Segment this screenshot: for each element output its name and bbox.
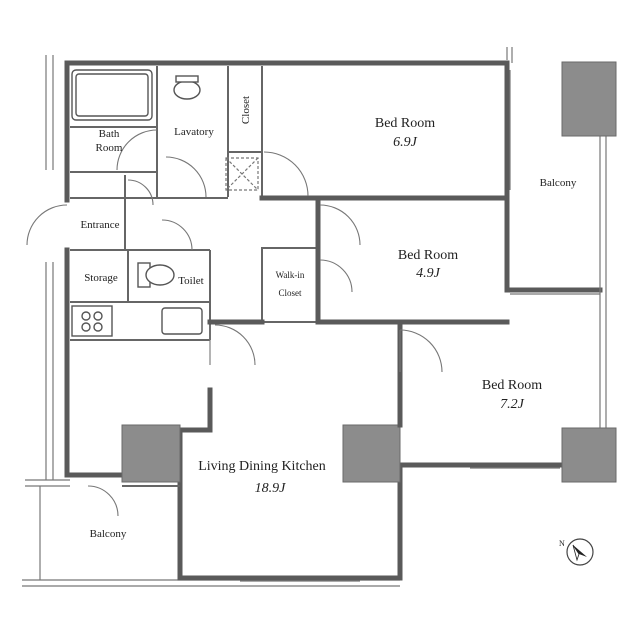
pillar-center bbox=[342, 424, 401, 483]
bedroom2-name: Bed Room bbox=[398, 248, 458, 263]
ldk-size: 18.9J bbox=[255, 481, 287, 496]
closet-label: Closet bbox=[240, 96, 252, 124]
doors bbox=[26, 129, 443, 517]
bath-label-1: Bath bbox=[99, 128, 120, 140]
walkin-label-2: Closet bbox=[278, 288, 302, 298]
bedroom2-size: 4.9J bbox=[416, 266, 441, 281]
balcony-right-label: Balcony bbox=[540, 177, 577, 189]
storage-label: Storage bbox=[84, 272, 118, 284]
pipe-shaft bbox=[225, 157, 259, 191]
wash-basin bbox=[173, 80, 201, 100]
pillar-left bbox=[121, 424, 181, 483]
balcony-left-label: Balcony bbox=[90, 528, 127, 540]
compass-icon: N bbox=[559, 538, 594, 566]
toilet-label: Toilet bbox=[178, 275, 204, 287]
pillar-top-right bbox=[561, 61, 617, 137]
bedroom1-size: 6.9J bbox=[393, 135, 418, 150]
balcony-left bbox=[39, 485, 180, 580]
bath-label-2: Room bbox=[96, 142, 123, 154]
bedroom3-name: Bed Room bbox=[482, 378, 542, 393]
sink bbox=[161, 307, 203, 335]
fixtures bbox=[71, 69, 259, 337]
bedroom3-size: 7.2J bbox=[500, 397, 525, 412]
walkin-label-1: Walk-in bbox=[276, 270, 305, 280]
stove bbox=[71, 305, 113, 337]
ldk-name: Living Dining Kitchen bbox=[198, 459, 326, 474]
pillar-bottom-right bbox=[561, 427, 617, 483]
bedroom1-name: Bed Room bbox=[375, 116, 435, 131]
lavatory-label: Lavatory bbox=[174, 126, 214, 138]
compass-label: N bbox=[559, 539, 565, 548]
windows bbox=[240, 70, 560, 582]
balcony-right bbox=[506, 47, 607, 430]
entrance-label: Entrance bbox=[80, 219, 119, 231]
